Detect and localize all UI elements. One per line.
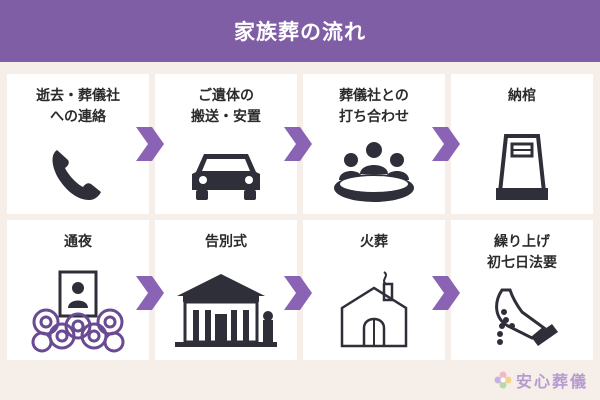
arrow-right-icon	[432, 276, 460, 310]
altar-flowers-icon	[7, 268, 149, 358]
brand-logo: 安心葬儀	[494, 368, 588, 392]
step-card-6: 告別式	[155, 220, 297, 360]
arrow-right-icon	[432, 127, 460, 161]
arrow-right-icon	[284, 276, 312, 310]
page-title: 家族葬の流れ	[234, 20, 366, 44]
step-card-1: 逝去・葬儀社 への連絡	[7, 74, 149, 214]
arrow-right-icon	[284, 127, 312, 161]
funeral-hall-icon	[155, 270, 297, 352]
step-label: 葬儀社との 打ち合わせ	[339, 88, 409, 125]
header-banner: 家族葬の流れ	[0, 0, 600, 62]
coffin-icon	[451, 132, 593, 208]
arrow-right-icon	[136, 276, 164, 310]
step-card-7: 火葬	[303, 220, 445, 360]
step-card-2: ご遺体の 搬送・安置	[155, 74, 297, 214]
step-label: 告別式	[205, 234, 247, 250]
arrow-right-icon	[136, 127, 164, 161]
step-card-3: 葬儀社との 打ち合わせ	[303, 74, 445, 214]
step-label: ご遺体の 搬送・安置	[191, 88, 261, 125]
meeting-icon	[303, 140, 445, 208]
brand-logo-text: 安心葬儀	[515, 372, 588, 391]
step-label: 火葬	[360, 234, 388, 250]
step-label: 逝去・葬儀社 への連絡	[36, 88, 120, 125]
step-card-5: 通夜	[7, 220, 149, 360]
crematorium-icon	[303, 270, 445, 354]
car-icon	[155, 144, 297, 208]
flower-logo-icon	[494, 371, 512, 389]
step-card-8: 繰り上げ 初七日法要	[451, 220, 593, 360]
phone-icon	[7, 144, 149, 208]
step-label: 納棺	[508, 88, 536, 104]
step-label: 通夜	[64, 234, 92, 250]
step-card-4: 納棺	[451, 74, 593, 214]
prayer-beads-icon	[451, 282, 593, 356]
step-label: 繰り上げ 初七日法要	[487, 234, 557, 271]
